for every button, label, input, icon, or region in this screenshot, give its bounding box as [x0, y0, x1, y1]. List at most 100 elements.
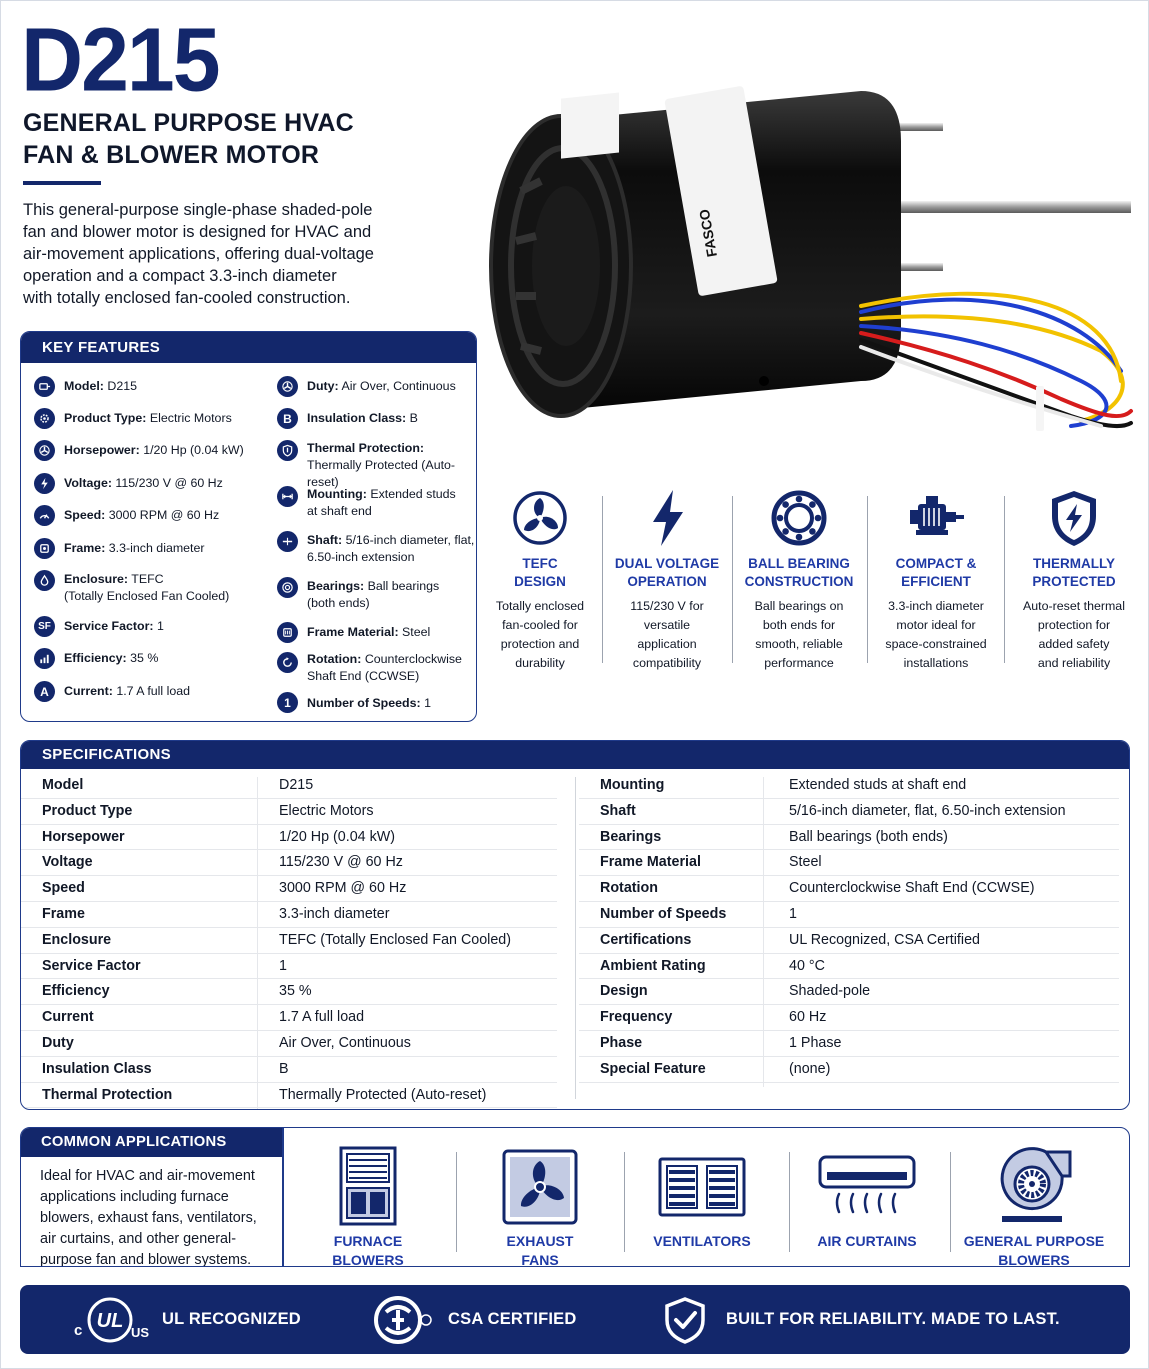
spec-value: 40 °C [789, 957, 825, 974]
common-applications-panel: COMMON APPLICATIONS Ideal for HVAC and a… [20, 1127, 1130, 1267]
spec-value: 5/16-inch diameter, flat, 6.50-inch exte… [789, 802, 1066, 819]
spec-value: Electric Motors [279, 802, 374, 819]
spec-label: Voltage [42, 854, 93, 871]
feature-insulation-class: Insulation Class: B [307, 411, 418, 425]
spec-label: Ambient Rating [600, 957, 706, 974]
shield-bolt-icon [1052, 491, 1096, 546]
feature-horsepower: Horsepower: 1/20 Hp (0.04 kW) [64, 443, 244, 457]
number-one-icon: 1 [277, 692, 298, 713]
application-divider [624, 1152, 625, 1252]
spec-label: Efficiency [42, 983, 110, 1000]
drop-icon [34, 570, 55, 591]
benefit-title: COMPACT &EFFICIENT [895, 556, 977, 589]
spec-value: 1/20 Hp (0.04 kW) [279, 828, 396, 845]
spec-label: Design [600, 983, 648, 1000]
spec-row: Ambient Rating 40 °C [579, 954, 1119, 980]
feature-frame: Frame: 3.3-inch diameter [64, 541, 205, 555]
spec-label: Insulation Class [42, 1060, 152, 1077]
furnace-icon [339, 1146, 397, 1226]
speedometer-icon [34, 505, 55, 526]
shield-check-icon [665, 1297, 705, 1344]
spec-value: Counterclockwise Shaft End (CCWSE) [789, 880, 1035, 897]
svg-text:US: US [131, 1325, 149, 1340]
application-ventilators: VENTILATORS [627, 1142, 777, 1251]
feature-service-factor: Service Factor: 1 [64, 619, 164, 633]
table-center-divider [575, 777, 576, 1099]
csa-certified-label: CSA CERTIFIED [448, 1310, 577, 1328]
spec-label: Frame Material [600, 854, 701, 871]
feature-enclosure: Enclosure: TEFC(Totally Enclosed Fan Coo… [64, 572, 230, 603]
spec-label: Shaft [600, 802, 636, 819]
spec-value: 3000 RPM @ 60 Hz [279, 880, 407, 897]
blower-icon [1000, 1147, 1072, 1222]
feature-speed: Speed: 3000 RPM @ 60 Hz [64, 508, 220, 522]
ul-logo-icon: UL c US [74, 1297, 149, 1343]
fan-icon [277, 376, 298, 397]
spec-value: 3.3-inch diameter [279, 906, 390, 922]
bearing-icon [771, 490, 827, 546]
benefit-divider [1004, 496, 1005, 663]
spec-label: Frequency [600, 1009, 673, 1026]
applications-title: COMMON APPLICATIONS [21, 1128, 283, 1157]
spec-value: Extended studs at shaft end [789, 777, 967, 793]
benefit-divider [732, 496, 733, 663]
key-features-panel: KEY FEATURES Model: D215 Product Type: E… [20, 331, 477, 722]
application-label: AIR CURTAINS [817, 1233, 917, 1249]
spec-label: Certifications [600, 931, 692, 948]
feature-shaft: Shaft: 5/16-inch diameter, flat,6.50-inc… [307, 533, 475, 564]
title-underline [23, 181, 101, 185]
gear-icon [34, 408, 55, 429]
benefit-divider [602, 496, 603, 663]
mounting-icon [277, 486, 298, 507]
application-divider [789, 1152, 790, 1252]
spec-label: Phase [600, 1035, 643, 1051]
feature-duty: Duty: Air Over, Continuous [307, 379, 456, 393]
spec-value: 1 [279, 957, 287, 974]
spec-label: Thermal Protection [42, 1086, 173, 1103]
rotation-icon [277, 652, 298, 673]
spec-value: UL Recognized, CSA Certified [789, 931, 980, 948]
spec-label: Bearings [600, 828, 662, 845]
spec-value: Steel [789, 854, 822, 871]
exhaust-fan-icon [502, 1149, 578, 1225]
spec-label: Model [42, 777, 84, 793]
spec-value: B [279, 1060, 289, 1077]
spec-value: Thermally Protected (Auto-reset) [279, 1086, 487, 1103]
spec-label: Rotation [600, 880, 658, 897]
svg-text:UL: UL [97, 1310, 124, 1332]
spec-row: Certifications UL Recognized, CSA Certifi… [579, 928, 1119, 954]
feature-number-of-speeds: Number of Speeds: 1 [307, 696, 431, 710]
spec-row: Insulation Class B [21, 1057, 557, 1083]
intro-line: air-movement applications, offering dual… [23, 245, 374, 263]
specifications-title: SPECIFICATIONS [21, 741, 1129, 769]
fan-icon [34, 440, 55, 461]
svg-text:c: c [74, 1322, 82, 1339]
